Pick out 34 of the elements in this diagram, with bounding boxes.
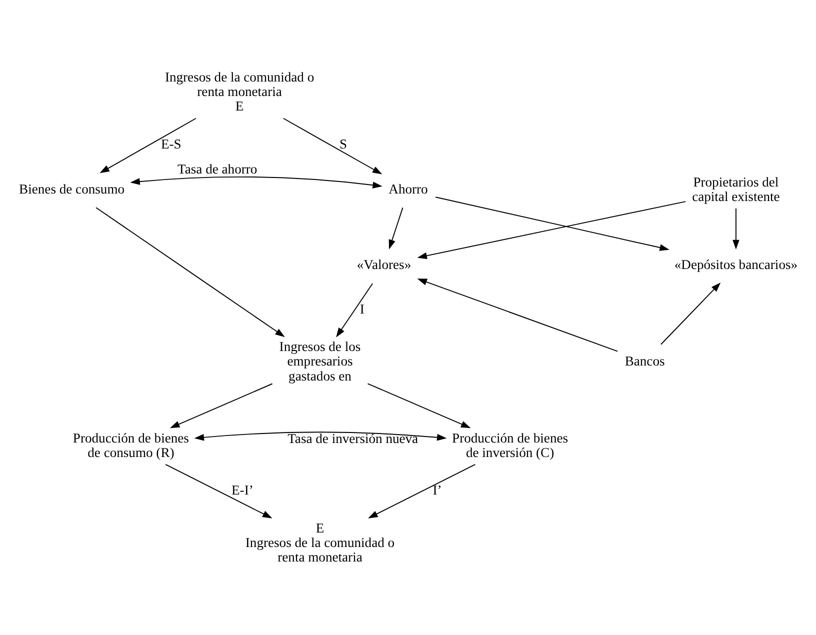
arrow: [435, 196, 670, 250]
arrow: [165, 464, 272, 518]
node-text: Bienes de consumo: [19, 181, 125, 196]
edge-label: Tasa de ahorro: [178, 160, 258, 176]
node-text: Ingresos de la comunidad o renta monetaria E: [164, 69, 314, 114]
arrow: [96, 206, 285, 337]
arrow: [660, 282, 721, 344]
arrow: [282, 117, 382, 174]
arrow: [367, 382, 471, 428]
arrow: [368, 464, 476, 518]
edge-label: I: [360, 300, 364, 316]
node-text: Producción de bienes de consumo (R): [72, 430, 189, 460]
node-text: Propietarios del capital existente: [692, 174, 780, 204]
arrow: [417, 200, 686, 259]
node-text: E Ingresos de la comunidad o renta monetaria: [245, 520, 395, 564]
edge-label: I’: [432, 482, 442, 498]
arrow: [732, 207, 740, 250]
node-text: Ahorro: [388, 181, 428, 196]
edge-label: S: [340, 136, 348, 152]
edge-label: E-I’: [232, 482, 254, 498]
arrow: [130, 176, 382, 188]
arrow: [100, 117, 196, 173]
node-text: «Valores»: [356, 256, 412, 272]
arrow: [388, 206, 404, 249]
arrow: [170, 382, 273, 428]
node-text: «Depósitos bancarios»: [674, 256, 798, 272]
arrow: [417, 278, 618, 352]
arrow: [194, 431, 447, 440]
edge-label: E-S: [161, 136, 182, 152]
node-text: Ingresos de los empresarios gastados en: [279, 338, 361, 383]
arrow: [336, 282, 374, 337]
edge-label: Tasa de inversión nueva: [288, 430, 418, 446]
node-text: Producción de bienes de inversión (C): [452, 430, 568, 460]
node-text: Bancos: [624, 353, 665, 368]
